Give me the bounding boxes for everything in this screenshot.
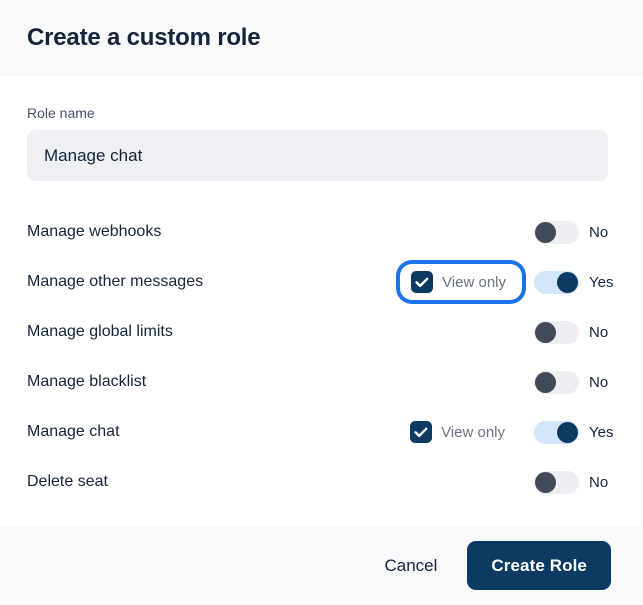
permission-row: Manage other messages View only Yes: [27, 257, 616, 307]
permission-toggle[interactable]: [534, 220, 579, 244]
permission-toggle[interactable]: [534, 370, 579, 394]
permission-controls: No: [534, 470, 616, 494]
permission-toggle-group: Yes: [534, 420, 616, 444]
permission-name: Delete seat: [27, 472, 108, 490]
cancel-button[interactable]: Cancel: [366, 544, 455, 588]
toggle-state-label: No: [589, 473, 609, 491]
permission-toggle-group: No: [534, 320, 616, 344]
toggle-knob: [557, 421, 578, 443]
toggle-knob: [557, 271, 578, 293]
toggle-knob: [535, 221, 556, 243]
checkbox-checked-icon[interactable]: [411, 271, 434, 294]
permission-row: Manage global limits No: [27, 307, 616, 357]
permission-toggle-group: No: [534, 370, 616, 394]
permission-row: Delete seat No: [27, 457, 616, 507]
permission-toggle[interactable]: [534, 470, 579, 494]
permission-toggle[interactable]: [534, 270, 579, 294]
toggle-state-label: No: [589, 373, 609, 391]
toggle-state-label: No: [589, 323, 609, 341]
role-name-label: Role name: [27, 105, 95, 121]
permission-name: Manage webhooks: [27, 222, 162, 240]
permission-controls: No: [534, 320, 616, 344]
page-title: Create a custom role: [27, 23, 261, 51]
toggle-knob: [535, 371, 556, 393]
toggle-state-label: Yes: [589, 273, 614, 291]
view-only-checkbox-group[interactable]: View only: [400, 264, 522, 301]
permission-toggle-group: No: [534, 470, 616, 494]
view-only-checkbox-group[interactable]: View only: [401, 416, 514, 448]
dialog-header: Create a custom role: [0, 0, 643, 76]
permission-name: Manage other messages: [27, 272, 204, 290]
toggle-knob: [535, 321, 556, 343]
dialog-footer: Cancel Create Role: [0, 526, 643, 605]
role-name-input[interactable]: [27, 130, 608, 182]
create-role-button[interactable]: Create Role: [467, 541, 611, 590]
permission-controls: No: [534, 370, 616, 394]
permission-row: Manage blacklist No: [27, 357, 616, 407]
permission-row: Manage chat View only Yes: [27, 407, 616, 457]
toggle-knob: [535, 471, 556, 493]
permission-controls: No: [534, 220, 616, 244]
permission-name: Manage blacklist: [27, 372, 147, 390]
permission-controls: View only Yes: [400, 264, 616, 301]
permission-name: Manage global limits: [27, 322, 173, 340]
permission-toggle[interactable]: [534, 320, 579, 344]
role-name-field-group: Role name: [27, 104, 616, 182]
permission-name: Manage chat: [27, 422, 120, 440]
permission-row: Manage webhooks No: [27, 207, 616, 257]
checkbox-checked-icon[interactable]: [410, 421, 433, 444]
permission-toggle[interactable]: [534, 420, 579, 444]
view-only-label: View only: [442, 273, 506, 291]
permission-toggle-group: Yes: [534, 270, 616, 294]
permission-controls: View only Yes: [401, 416, 616, 448]
toggle-state-label: Yes: [589, 423, 614, 441]
toggle-state-label: No: [589, 223, 609, 241]
permission-toggle-group: No: [534, 220, 616, 244]
view-only-label: View only: [441, 423, 505, 441]
